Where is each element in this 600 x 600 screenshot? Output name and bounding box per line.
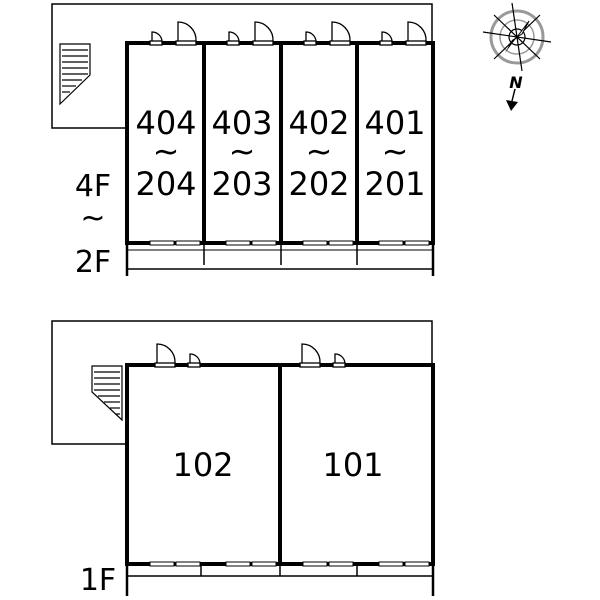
north-label: N xyxy=(509,73,523,92)
unit-403-203: 403 ~ 203 xyxy=(211,104,272,203)
lower-floor-label: 1F xyxy=(80,563,116,598)
door-icon xyxy=(303,21,351,46)
floor-label-top: 4F xyxy=(75,169,111,204)
floor-label-range: ~ xyxy=(80,201,105,236)
unit-bottom-number: 202 xyxy=(288,165,349,203)
upper-floor-label: 4F ~ 2F xyxy=(75,169,111,280)
door-icon xyxy=(149,21,197,46)
upper-balcony xyxy=(126,242,434,270)
unit-bottom-number: 201 xyxy=(364,165,425,203)
lower-stair-icon xyxy=(91,365,123,422)
unit-402-202: 402 ~ 202 xyxy=(288,104,349,203)
upper-block: 404 ~ 204 403 ~ 203 402 ~ 202 401 ~ 201 … xyxy=(51,3,435,280)
unit-bottom-number: 204 xyxy=(135,165,196,203)
unit-401-201: 401 ~ 201 xyxy=(364,104,425,203)
upper-windows xyxy=(149,240,430,246)
upper-stair-icon xyxy=(59,43,91,106)
lower-corridor-outline xyxy=(51,320,433,445)
unit-range-sign: ~ xyxy=(229,132,256,170)
unit-top-number: 401 xyxy=(364,104,425,142)
unit-404-204: 404 ~ 204 xyxy=(135,104,196,203)
unit-101-number: 101 xyxy=(322,446,383,484)
compass-rose-icon xyxy=(482,2,552,72)
unit-range-sign: ~ xyxy=(382,132,409,170)
unit-range-sign: ~ xyxy=(306,132,333,170)
lower-doors xyxy=(154,343,346,368)
unit-top-number: 403 xyxy=(211,104,272,142)
unit-top-number: 404 xyxy=(135,104,196,142)
lower-block: 102 101 1F xyxy=(51,320,435,598)
door-icon xyxy=(226,21,274,46)
door-icon xyxy=(154,343,201,368)
upper-doors xyxy=(149,21,427,46)
floor-label-bottom: 2F xyxy=(75,245,111,280)
lower-windows xyxy=(149,561,430,567)
unit-102-number: 102 xyxy=(172,446,233,484)
door-icon xyxy=(379,21,427,46)
door-icon xyxy=(299,343,346,368)
unit-bottom-number: 203 xyxy=(211,165,272,203)
unit-top-number: 402 xyxy=(288,104,349,142)
north-arrow-icon: N xyxy=(506,73,523,111)
unit-range-sign: ~ xyxy=(153,132,180,170)
